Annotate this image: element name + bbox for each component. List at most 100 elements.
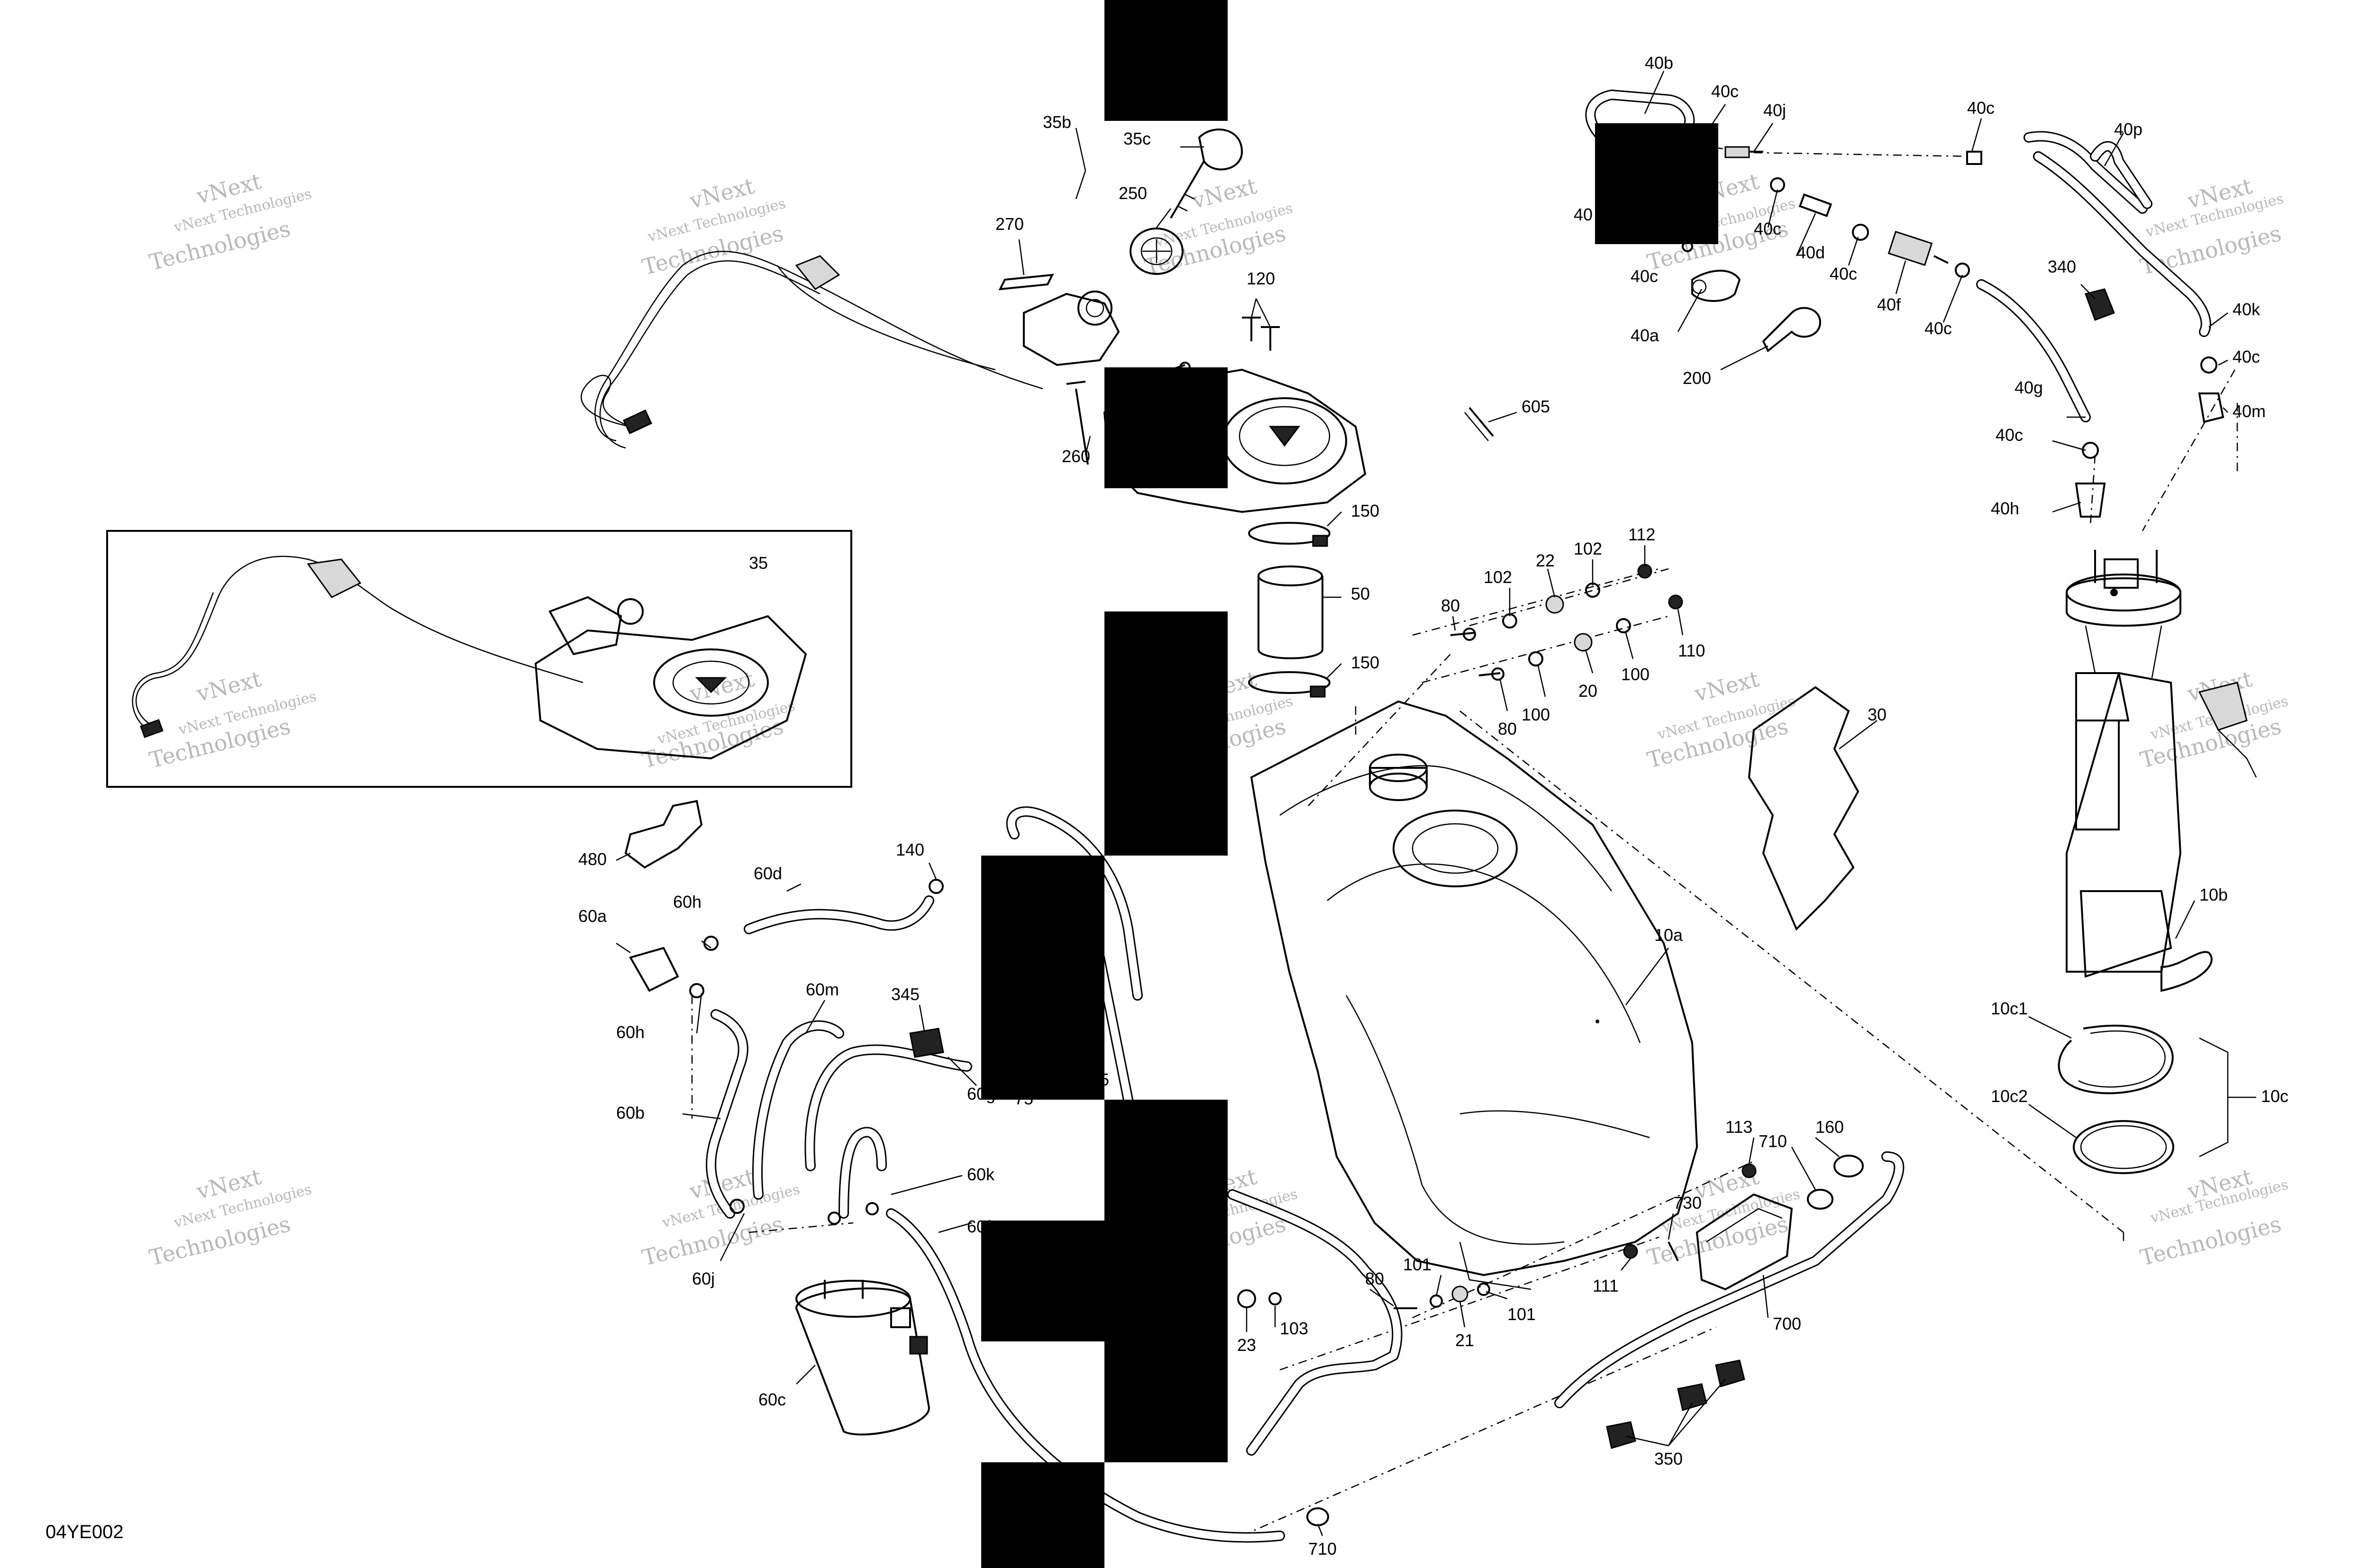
- clamp-160: [1833, 1155, 1864, 1177]
- callout-605: 605: [1522, 397, 1550, 416]
- callout-40g: 40g: [2014, 378, 2043, 397]
- redaction-block: [1104, 611, 1228, 856]
- nut-112: [1637, 564, 1652, 579]
- fitting-60h-2: [689, 983, 704, 998]
- callout-50: 50: [1351, 584, 1370, 603]
- callout-40c: 40c: [1754, 219, 1781, 238]
- seal-10c2: [2073, 1120, 2174, 1174]
- redaction-block: [981, 856, 1104, 1100]
- callout-110: 110: [1678, 641, 1705, 660]
- nut-113: [1741, 1163, 1757, 1178]
- cap-250: [1130, 228, 1184, 275]
- inset-frame: [106, 530, 852, 788]
- callout-40c: 40c: [1830, 264, 1857, 283]
- fuel-cap-harness-assembly: [581, 128, 1494, 513]
- nut-111: [1623, 1244, 1638, 1259]
- callout-350: 350: [1654, 1449, 1683, 1468]
- callout-480: 480: [578, 849, 607, 869]
- callout-40c: 40c: [1631, 266, 1658, 286]
- callout-40a: 40a: [1631, 326, 1659, 345]
- clip-200: [1762, 307, 1822, 353]
- redaction-block: [1595, 123, 1718, 244]
- callout-23: 23: [1237, 1335, 1256, 1355]
- clip-350-3: [1715, 1359, 1745, 1387]
- callout-60d: 60d: [754, 864, 782, 883]
- callout-40c: 40c: [2233, 347, 2260, 366]
- filler-neck-hose: [1248, 522, 1331, 698]
- bolt-80a: [1450, 632, 1475, 636]
- redaction-block: [981, 1462, 1104, 1568]
- callout-60m: 60m: [806, 980, 839, 999]
- heat-shield-30: [1748, 686, 1860, 931]
- bracket-480: [624, 800, 703, 869]
- callout-40m: 40m: [2233, 401, 2266, 421]
- callout-80: 80: [1365, 1269, 1384, 1288]
- evap-canister-assembly-60: [624, 800, 1403, 1543]
- callout-10c1: 10c1: [1991, 999, 2028, 1018]
- valve-60a: [629, 947, 679, 992]
- inset-label: 35: [749, 553, 768, 573]
- grommet-21: [1451, 1285, 1468, 1303]
- clamp-40c-6: [2082, 442, 2099, 459]
- pump-seals: [2058, 1024, 2229, 1174]
- callout-40j: 40j: [1763, 100, 1786, 120]
- grommet-23: [1237, 1289, 1256, 1308]
- callout-labels: 40b 40c 40j 40c 40p 40 40c 40d 40c 40c 4…: [578, 53, 2288, 1559]
- callout-40c: 40c: [1967, 98, 1995, 118]
- callout-101: 101: [1507, 1304, 1536, 1324]
- callout-40f: 40f: [1877, 295, 1901, 314]
- quick-connect-40h: [2075, 483, 2106, 518]
- clamp-710a: [1807, 1189, 1833, 1210]
- callout-260: 260: [1062, 447, 1090, 466]
- callout-80: 80: [1441, 596, 1460, 615]
- connector-40d: [1798, 193, 1832, 218]
- grommet-22: [1545, 595, 1564, 614]
- callout-20: 20: [1578, 681, 1597, 701]
- callout-10a: 10a: [1654, 925, 1683, 945]
- callout-21: 21: [1455, 1331, 1474, 1350]
- callout-270: 270: [995, 214, 1024, 234]
- redaction-block: [1104, 367, 1228, 488]
- fitting-40j: [1724, 146, 1750, 158]
- quick-connect-40m: [2198, 392, 2224, 423]
- bolt-80b: [1478, 672, 1501, 676]
- callout-100: 100: [1522, 705, 1550, 724]
- callout-700: 700: [1773, 1314, 1801, 1333]
- callout-120: 120: [1247, 269, 1275, 288]
- callout-40h: 40h: [1991, 499, 2019, 518]
- callout-710: 710: [1759, 1131, 1787, 1151]
- callout-60k: 60k: [967, 1165, 995, 1184]
- redaction-block: [981, 1221, 1228, 1341]
- callout-112: 112: [1628, 525, 1655, 544]
- callout-60a: 60a: [578, 906, 607, 926]
- callout-40p: 40p: [2114, 119, 2142, 139]
- callout-40c: 40c: [1924, 319, 1952, 338]
- leader-lines: [616, 71, 2256, 1536]
- washer-100b: [1616, 618, 1631, 633]
- grommet-20: [1574, 633, 1593, 652]
- inset-assembly-35: 35: [106, 530, 852, 788]
- callout-113: 113: [1725, 1117, 1752, 1137]
- callout-10c2: 10c2: [1991, 1086, 2028, 1106]
- callout-102: 102: [1574, 539, 1602, 558]
- callout-150: 150: [1351, 501, 1379, 520]
- elbow-40a: [1691, 270, 1741, 302]
- callout-40-partial: 40: [1574, 205, 1593, 224]
- callout-40c: 40c: [1996, 425, 2023, 445]
- redaction-block: [1104, 0, 1228, 121]
- callout-35b: 35b: [1043, 112, 1071, 132]
- clip-350-2: [1677, 1383, 1707, 1411]
- redaction-blocks: [981, 0, 1718, 1568]
- fuel-line-assembly-40: [1585, 90, 2224, 518]
- callout-10b: 10b: [2199, 885, 2228, 904]
- callout-730: 730: [1673, 1193, 1702, 1212]
- callout-30: 30: [1868, 705, 1887, 724]
- fuel-pump-module-10b: [2066, 550, 2257, 992]
- callout-60h: 60h: [616, 1022, 645, 1042]
- callout-60b: 60b: [616, 1103, 645, 1122]
- washer-101b: [1477, 1283, 1490, 1296]
- clip-350-1: [1606, 1421, 1636, 1449]
- nut-110: [1668, 594, 1683, 610]
- clamp-40c-5: [2200, 356, 2217, 374]
- redaction-block: [1104, 1100, 1228, 1221]
